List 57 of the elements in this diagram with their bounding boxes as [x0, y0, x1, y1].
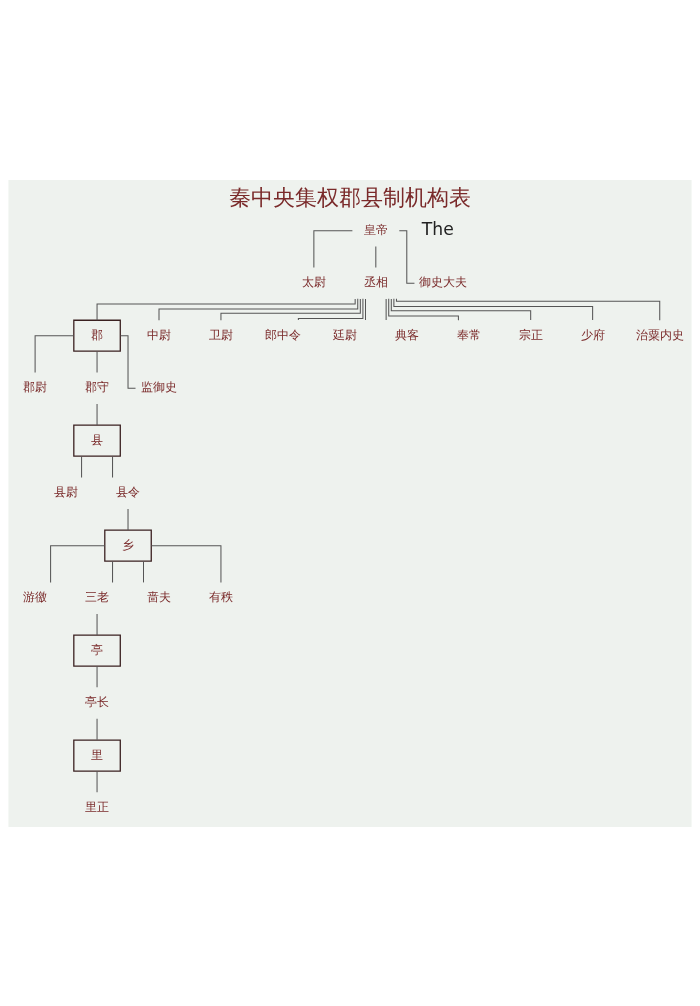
connector: [50, 544, 106, 583]
connector: [96, 770, 98, 793]
node-text: 宗正: [518, 327, 543, 342]
connector: [143, 560, 145, 583]
connector: [150, 544, 222, 583]
node-text: 御史大夫: [418, 274, 467, 289]
node-text: 治粟内史: [635, 327, 684, 342]
node-box: 亭: [73, 634, 121, 667]
node-text: 郎中令: [264, 327, 301, 342]
connector: [34, 334, 75, 373]
node-text: 少府: [580, 327, 605, 342]
node-box: 乡: [104, 529, 152, 562]
connector: [364, 297, 366, 320]
connector: [96, 717, 98, 740]
node-text: 三老: [85, 589, 110, 604]
node-text: 监御史: [141, 379, 177, 394]
node-text: 中尉: [147, 327, 171, 342]
node-text: 太尉: [301, 274, 326, 289]
connector: [393, 297, 594, 321]
node-box: 郡: [73, 319, 121, 352]
connector: [96, 350, 98, 373]
connector: [96, 665, 98, 688]
connector: [112, 455, 114, 478]
node-text: 廷尉: [332, 327, 357, 342]
node-text: 亭长: [85, 694, 110, 709]
node-text: 皇帝: [363, 222, 388, 237]
node-box: 县: [73, 424, 121, 457]
node-text: 游徼: [23, 589, 48, 604]
connector: [81, 455, 83, 478]
node-text: 县尉: [54, 484, 79, 499]
node-text: 奉常: [456, 327, 481, 342]
connector: [127, 507, 129, 530]
connector: [390, 297, 532, 321]
node-text: 卫尉: [208, 327, 233, 342]
node-text: 里正: [85, 799, 110, 814]
connector: [112, 560, 114, 583]
node-text: 丞相: [363, 274, 388, 289]
connector: [220, 298, 361, 321]
connector: [96, 297, 356, 321]
node-text: 啬夫: [147, 589, 171, 604]
connector: [158, 297, 359, 321]
connector: [375, 245, 377, 268]
connector: [96, 402, 98, 425]
connector: [395, 297, 661, 321]
connector: [297, 297, 364, 321]
connector: [96, 612, 98, 635]
connector: [385, 297, 387, 320]
node-box: 里: [73, 738, 121, 772]
node-text: 典客: [394, 327, 419, 342]
node-text: 县令: [116, 484, 141, 499]
node-text: 郡守: [85, 379, 110, 394]
connector: [388, 297, 459, 321]
node-text: 郡尉: [23, 379, 48, 394]
connector: [313, 229, 353, 268]
label: The: [421, 218, 454, 239]
node-text: 有秩: [208, 589, 233, 604]
diagram-title: 秦中央集权郡县制机构表: [229, 183, 471, 210]
